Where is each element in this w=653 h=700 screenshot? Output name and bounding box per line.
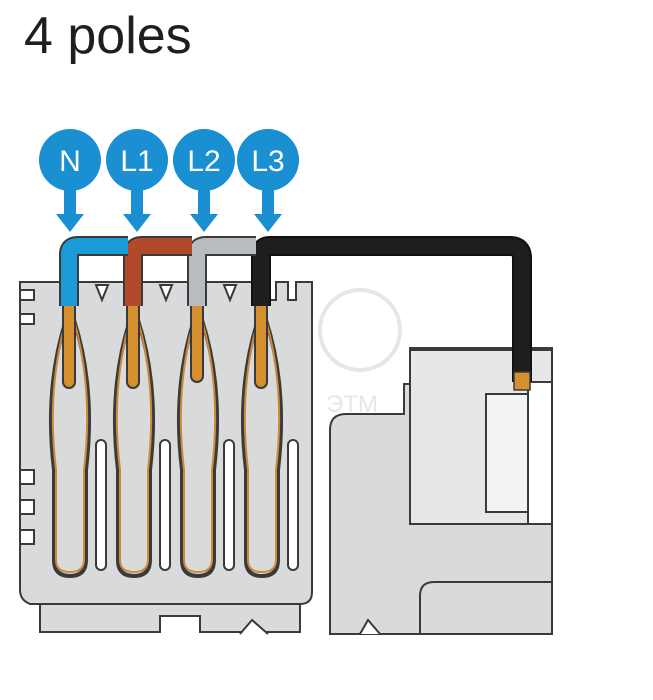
pole-badge-l1: L1 xyxy=(106,129,168,232)
clamp-springs xyxy=(48,319,284,579)
page-title: 4 poles xyxy=(24,7,192,65)
terminal-housing xyxy=(19,281,313,633)
pole-badges: N L1 L2 L3 xyxy=(39,129,299,232)
pole-label-l3: L3 xyxy=(251,145,284,178)
pole-label-l2: L2 xyxy=(187,145,220,178)
pole-label-n: N xyxy=(59,145,81,178)
pole-label-l1: L1 xyxy=(120,145,153,178)
pole-badge-l2: L2 xyxy=(173,129,235,232)
pole-badge-l3: L3 xyxy=(237,129,299,232)
watermark-text: ЭТМ xyxy=(326,391,378,418)
wire-jumpers xyxy=(59,236,532,391)
watermark: ЭТМ xyxy=(318,288,402,418)
conductor-cores xyxy=(62,299,268,389)
pole-badge-n: N xyxy=(39,129,101,232)
